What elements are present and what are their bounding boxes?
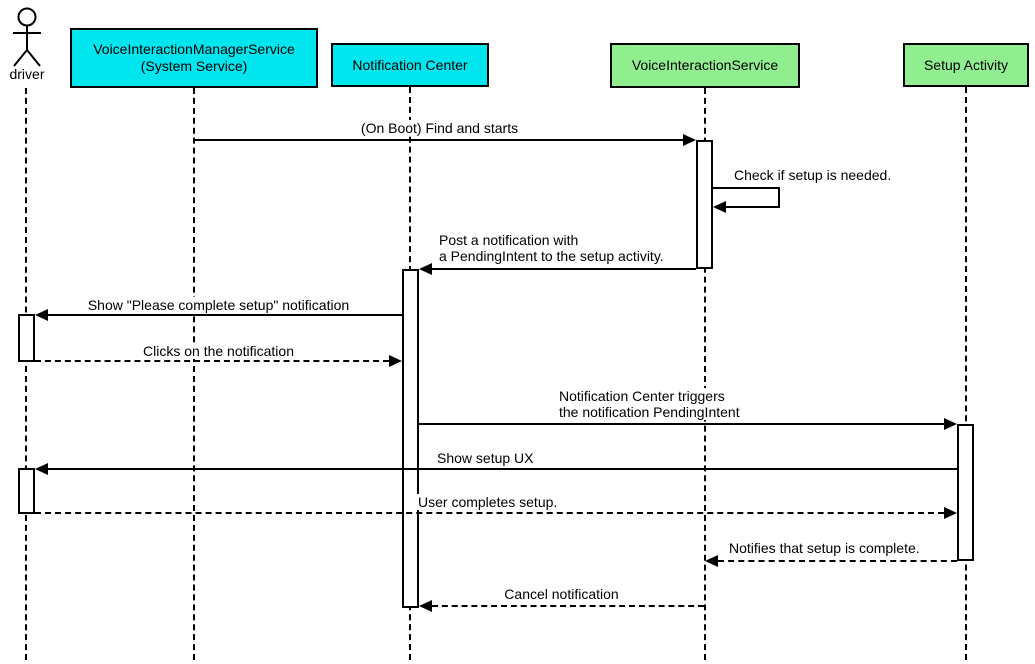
message-3-line: [432, 268, 696, 270]
message-5-line: [35, 360, 389, 362]
activation-bar-setup-activity: [957, 424, 974, 561]
message-7-line: [48, 468, 957, 470]
lifeline-voice-interaction-manager-service: [193, 88, 195, 660]
message-10-arrowhead: [419, 600, 432, 612]
message-3-label: Post a notification with a PendingIntent…: [436, 232, 667, 264]
message-1-label: (On Boot) Find and starts: [195, 120, 684, 136]
activation-bar-voice-interaction-service: [696, 140, 713, 269]
activation-bar-driver-2: [18, 468, 35, 514]
participant-driver-label: driver: [9, 66, 45, 82]
message-8-label: User completes setup.: [415, 494, 561, 510]
actor-icon: [13, 7, 41, 67]
message-10-label: Cancel notification: [419, 586, 704, 602]
message-2-line-bottom: [726, 206, 780, 208]
message-7-label: Show setup UX: [434, 450, 537, 466]
message-8-arrowhead: [944, 507, 957, 519]
message-9-label: Notifies that setup is complete.: [726, 540, 923, 556]
message-6-label: Notification Center triggers the notific…: [556, 388, 743, 420]
message-2-line-top: [713, 187, 780, 189]
message-5-label: Clicks on the notification: [35, 343, 402, 359]
message-3-arrowhead: [419, 263, 432, 275]
message-4-arrowhead: [35, 309, 48, 321]
message-9-arrowhead: [705, 555, 718, 567]
lifeline-driver: [25, 88, 27, 660]
activation-bar-notification-center: [402, 269, 419, 608]
participant-box-notification-center: Notification Center: [331, 43, 489, 87]
participant-box-setup-activity: Setup Activity: [903, 43, 1029, 87]
message-6-arrowhead: [944, 418, 957, 430]
message-1-arrowhead: [683, 134, 696, 146]
message-7-arrowhead: [35, 463, 48, 475]
message-1-line: [195, 139, 684, 141]
message-8-line: [35, 512, 944, 514]
message-2-label: Check if setup is needed.: [731, 167, 895, 183]
message-10-line: [432, 605, 704, 607]
message-5-arrowhead: [389, 355, 402, 367]
activation-bar-driver-1: [18, 314, 35, 362]
message-4-line: [48, 314, 402, 316]
message-2-arrowhead: [713, 201, 726, 213]
message-9-line: [718, 560, 957, 562]
lifeline-setup-activity: [965, 87, 967, 660]
message-2-line-right: [778, 187, 780, 208]
participant-box-voice-interaction-service: VoiceInteractionService: [610, 43, 800, 88]
lifeline-voice-interaction-service: [704, 88, 706, 660]
participant-box-voice-interaction-manager-service: VoiceInteractionManagerService (System S…: [70, 28, 318, 88]
message-6-line: [419, 423, 944, 425]
message-4-label: Show "Please complete setup" notificatio…: [35, 297, 402, 313]
